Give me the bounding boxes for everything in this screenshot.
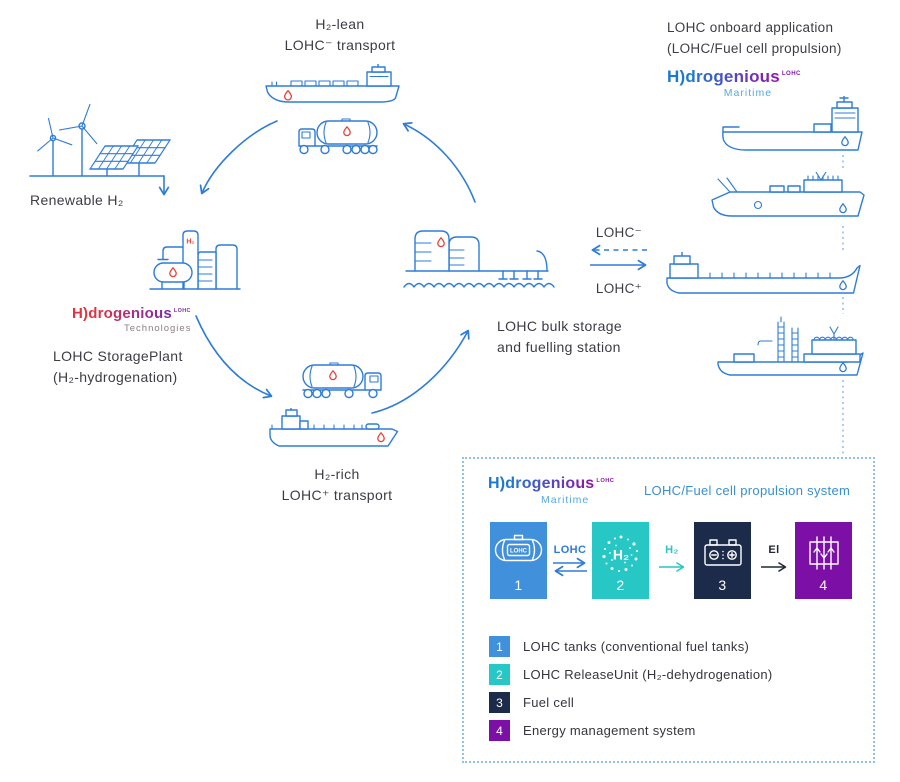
h2-rich-line2: LOHC⁺ transport — [281, 487, 393, 503]
arc-transport-to-plant — [199, 120, 278, 195]
flow-box-release-unit: H₂ 2 — [592, 522, 649, 599]
renewable-feed-arrow — [29, 175, 170, 196]
arc-transport-to-storage — [371, 329, 470, 414]
droplet-icon — [329, 370, 337, 381]
onboard-application-label: LOHC onboard application (LOHC/Fuel cell… — [667, 17, 892, 59]
onboard-title-line1: LOHC onboard application — [667, 20, 834, 35]
droplet-icon — [841, 136, 849, 147]
double-arrow-icon — [553, 557, 587, 577]
h2-lean-transport-label: H₂-lean LOHC⁻ transport — [240, 14, 440, 56]
storage-plant-line1: LOHC StoragePlant — [53, 348, 183, 364]
droplet-icon — [437, 237, 445, 248]
wind-turbine-icon — [37, 117, 73, 177]
flow-box-energy-management: 4 — [795, 522, 852, 599]
storage-plant-label: LOHC StoragePlant (H₂-hydrogenation) — [53, 346, 183, 388]
h2-lean-line2: LOHC⁻ transport — [284, 37, 396, 53]
logo-maritime-sub: Maritime — [541, 494, 590, 506]
droplet-icon — [839, 280, 847, 291]
legend-text: LOHC tanks (conventional fuel tanks) — [523, 639, 750, 654]
lohc-transfer-arrows — [590, 244, 647, 271]
droplet-icon — [377, 432, 385, 443]
flow-box-number: 2 — [616, 577, 625, 593]
legend-item-energy-management: 4 Energy management system — [489, 720, 696, 741]
legend-badge: 3 — [489, 692, 510, 713]
legend-badge: 1 — [489, 636, 510, 657]
lean-tanker-truck-illustration — [298, 118, 378, 155]
flow-box-lohc-tank: LOHC 1 — [490, 522, 547, 599]
supply-vessel-illustration — [722, 96, 863, 151]
flow-box-fuel-cell: 3 — [694, 522, 751, 599]
bulk-storage-line2: and fuelling station — [497, 339, 621, 355]
lohc-minus-label: LOHC⁻ — [595, 225, 643, 240]
wind-turbine-icon — [58, 103, 98, 177]
arrow-right-icon — [761, 562, 787, 572]
flow-box-number: 3 — [718, 577, 727, 593]
bulk-storage-illustration — [403, 230, 555, 288]
h2-release-icon: H₂ — [601, 535, 638, 572]
legend-item-fuel-cell: 3 Fuel cell — [489, 692, 574, 713]
legend-item-lohc-tanks: 1 LOHC tanks (conventional fuel tanks) — [489, 636, 749, 657]
legend-text: LOHC ReleaseUnit (H₂-dehydrogenation) — [523, 667, 773, 682]
arc-plant-to-transport — [195, 315, 273, 399]
h2-dots — [601, 535, 638, 572]
lohc-tank-icon: LOHC — [494, 534, 543, 562]
patrol-vessel-illustration — [711, 172, 865, 217]
logo-technologies-sub: Technologies — [124, 323, 192, 334]
arc-storage-to-transport — [402, 121, 476, 203]
connector-lohc-label: LOHC — [553, 544, 587, 556]
droplet-icon — [839, 203, 847, 214]
connector-h2: H₂ — [650, 544, 694, 582]
legend-text: Energy management system — [523, 723, 696, 738]
logo-maritime-sub: Maritime — [723, 87, 773, 99]
legend-text: Fuel cell — [523, 695, 575, 710]
plant-h2-label: H₂ — [186, 239, 194, 246]
storage-plant-line2: (H₂-hydrogenation) — [53, 369, 178, 385]
water-waves — [403, 282, 555, 288]
connector-el: El — [752, 544, 796, 582]
fuel-cell-icon — [703, 539, 742, 566]
lean-cargo-ship-illustration — [265, 64, 400, 103]
lohc-plus-label: LOHC⁺ — [595, 281, 643, 296]
bulk-storage-label: LOHC bulk storage and fuelling station — [497, 316, 622, 358]
propulsion-system-title: LOHC/Fuel cell propulsion system — [644, 483, 851, 498]
droplet-icon — [839, 362, 847, 373]
tank-lohc-label: LOHC — [510, 549, 528, 555]
barge-illustration — [666, 252, 861, 294]
h2-rich-transport-label: H₂-rich LOHC⁺ transport — [237, 464, 437, 506]
rich-cargo-ship-illustration — [269, 408, 399, 447]
research-vessel-illustration — [717, 316, 864, 376]
renewable-h2-label: Renewable H₂ — [30, 192, 124, 208]
legend-item-release-unit: 2 LOHC ReleaseUnit (H₂-dehydrogenation) — [489, 664, 773, 685]
h2-lean-line1: H₂-lean — [315, 16, 365, 32]
connector-el-label: El — [768, 544, 780, 556]
connector-lohc: LOHC — [548, 544, 592, 582]
rich-tanker-truck-illustration — [302, 362, 382, 399]
legend-badge: 2 — [489, 664, 510, 685]
flow-box-number: 1 — [514, 577, 523, 593]
energy-management-icon — [808, 536, 839, 570]
release-h2-label: H₂ — [612, 547, 628, 563]
h2-rich-line1: H₂-rich — [314, 466, 360, 482]
connector-h2-label: H₂ — [665, 544, 679, 556]
solar-panel-icon — [89, 145, 139, 177]
droplet-icon — [283, 89, 293, 101]
arrow-right-icon — [659, 562, 685, 572]
lohc-transfer-group: LOHC⁻ LOHC⁺ — [583, 222, 655, 299]
wind-solar-illustration — [37, 103, 171, 177]
flow-box-number: 4 — [819, 577, 828, 593]
droplet-icon — [169, 267, 177, 278]
onboard-title-line2: (LOHC/Fuel cell propulsion) — [667, 41, 842, 56]
droplet-icon — [343, 126, 351, 137]
bulk-storage-line1: LOHC bulk storage — [497, 318, 623, 334]
legend-badge: 4 — [489, 720, 510, 741]
storage-plant-illustration: H₂ — [149, 230, 241, 290]
